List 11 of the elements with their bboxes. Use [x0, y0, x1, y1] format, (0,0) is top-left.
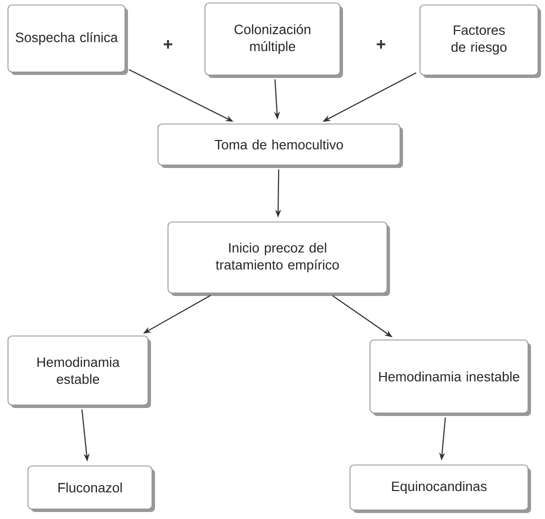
process-box: Hemodinamia inestable	[370, 340, 531, 416]
process-box: Toma de hemocultivo	[158, 124, 403, 168]
process-box: Colonización múltiple	[204, 2, 343, 78]
plus-sign: +	[164, 40, 172, 49]
process-box: Factores de riesgo	[420, 4, 541, 78]
process-box: Fluconazol	[28, 466, 155, 512]
process-box: Equinocandinas	[350, 464, 531, 513]
process-box: Inicio precoz del tratamiento empírico	[168, 222, 390, 296]
process-box: Hemodinamia estable	[8, 336, 151, 408]
process-box: Sospecha clínica	[8, 4, 128, 75]
plus-sign: +	[376, 40, 386, 49]
